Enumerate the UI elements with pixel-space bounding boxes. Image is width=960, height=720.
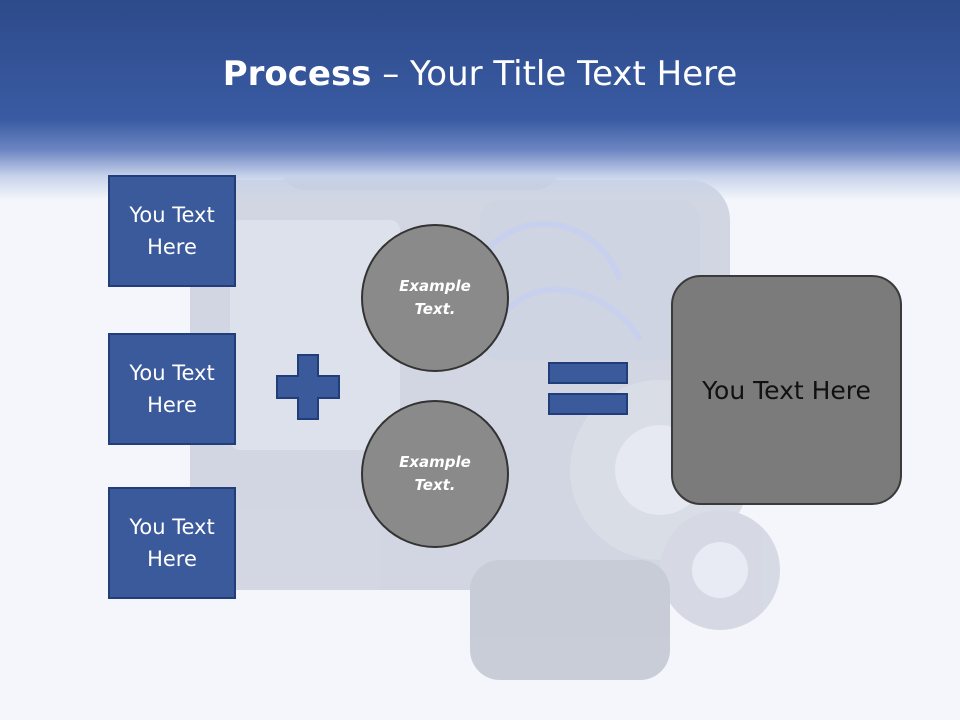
result-box-label: You Text Here xyxy=(702,375,871,405)
text-box-2-label: You Text Here xyxy=(129,361,215,417)
example-circle-1: Example Text. xyxy=(361,224,509,372)
text-box-1-label: You Text Here xyxy=(129,203,215,259)
header-band xyxy=(0,0,960,200)
result-box: You Text Here xyxy=(671,275,902,505)
text-box-2: You Text Here xyxy=(108,333,236,445)
slide-title: Process – Your Title Text Here xyxy=(0,50,960,98)
plus-icon xyxy=(276,354,340,420)
text-box-3-label: You Text Here xyxy=(129,515,215,571)
example-circle-1-label: Example Text. xyxy=(399,277,471,318)
text-box-1: You Text Here xyxy=(108,175,236,287)
equals-icon xyxy=(548,362,628,415)
title-rest: – Your Title Text Here xyxy=(371,54,738,94)
example-circle-2-label: Example Text. xyxy=(399,453,471,494)
title-bold: Process xyxy=(222,54,372,94)
example-circle-2: Example Text. xyxy=(361,400,509,548)
text-box-3: You Text Here xyxy=(108,487,236,599)
